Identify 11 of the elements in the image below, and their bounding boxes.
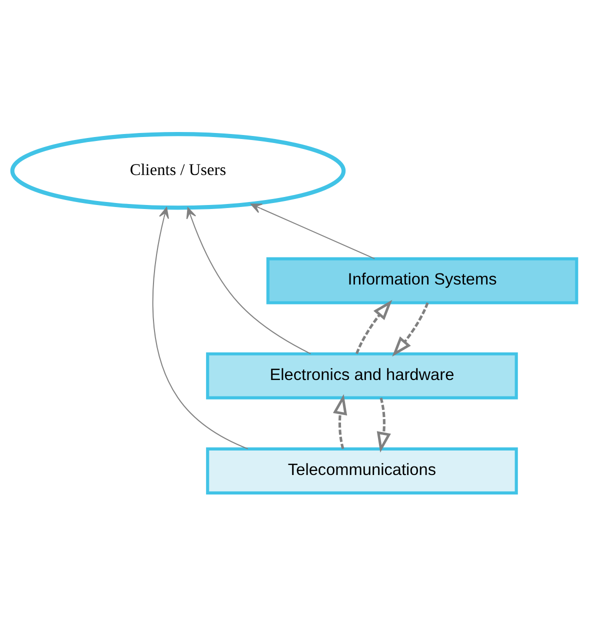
arrow [376, 398, 391, 453]
node-ellipse: Clients / Users [10, 132, 346, 210]
arrow [186, 207, 311, 354]
arrow [333, 394, 348, 450]
arrow [152, 207, 248, 450]
node-box: Electronics and hardware [206, 352, 518, 400]
arrow [392, 302, 429, 357]
node-box: Information Systems [266, 257, 578, 304]
node-box: Telecommunications [206, 447, 518, 494]
arrow [356, 300, 392, 354]
arrow [250, 204, 375, 260]
